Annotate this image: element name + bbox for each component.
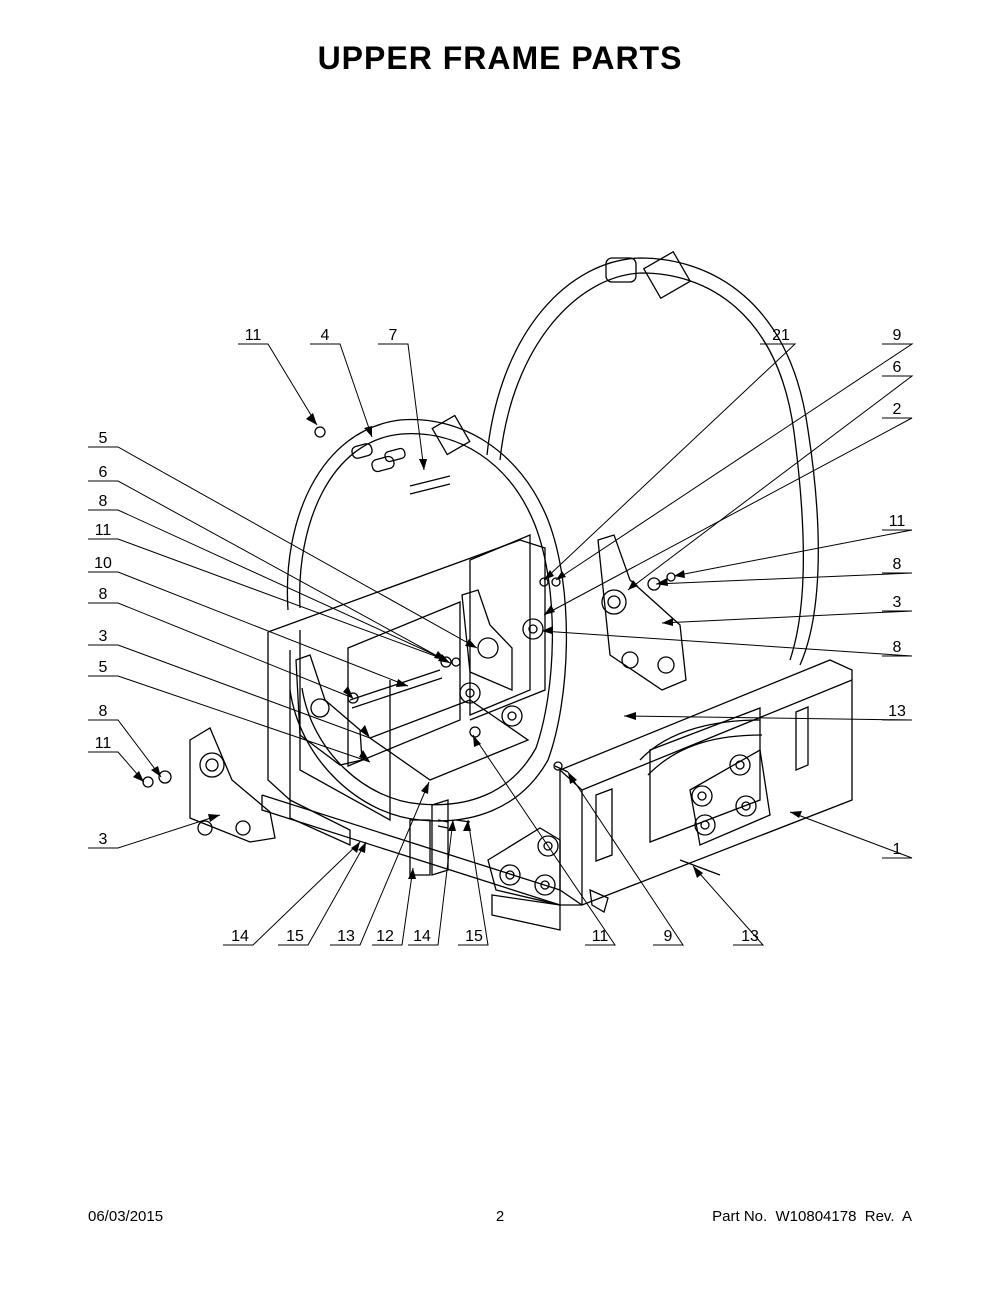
callout-6: 6	[893, 359, 902, 376]
callout-11: 11	[95, 522, 112, 539]
callout-3: 3	[99, 831, 108, 848]
leader-arrowheads	[133, 413, 802, 879]
callout-13: 13	[888, 703, 906, 720]
callout-4-top: 4	[321, 327, 330, 344]
callout-13: 13	[741, 928, 759, 945]
callout-5: 5	[99, 430, 108, 447]
callout-5: 5	[99, 659, 108, 676]
callout-11: 11	[889, 513, 906, 530]
callout-8: 8	[893, 639, 902, 656]
footer-page-number: 2	[495, 1208, 505, 1225]
callout-14: 14	[413, 928, 431, 945]
frame-drawing	[142, 250, 853, 931]
callout-2: 2	[893, 401, 902, 418]
callout-8: 8	[99, 586, 108, 603]
page-title: UPPER FRAME PARTS	[317, 40, 683, 76]
callout-9: 9	[893, 327, 902, 344]
footer-part-number: Part No. W10804178 Rev. A	[712, 1208, 912, 1225]
callout-11-top: 11	[245, 327, 262, 344]
callout-9: 9	[664, 928, 673, 945]
callout-6: 6	[99, 464, 108, 481]
callout-10: 10	[94, 555, 112, 572]
callout-1: 1	[893, 841, 902, 858]
callout-13: 13	[337, 928, 355, 945]
callout-15: 15	[465, 928, 483, 945]
callout-3: 3	[99, 628, 108, 645]
callout-15: 15	[286, 928, 304, 945]
callout-11: 11	[592, 928, 609, 945]
callout-11: 11	[95, 735, 112, 752]
leader-lines	[88, 343, 914, 946]
callout-21: 21	[772, 327, 790, 344]
callout-8: 8	[99, 493, 108, 510]
callout-7-top: 7	[389, 327, 398, 344]
callout-labels: 11 4 7 5 6 8 11 10 8 3 5 8 11 3 21 9 6 2…	[94, 327, 906, 945]
footer-date: 06/03/2015	[88, 1208, 164, 1225]
callout-12: 12	[376, 928, 394, 945]
callout-3: 3	[893, 594, 902, 611]
callout-8: 8	[99, 703, 108, 720]
callout-8: 8	[893, 556, 902, 573]
callout-14: 14	[231, 928, 249, 945]
